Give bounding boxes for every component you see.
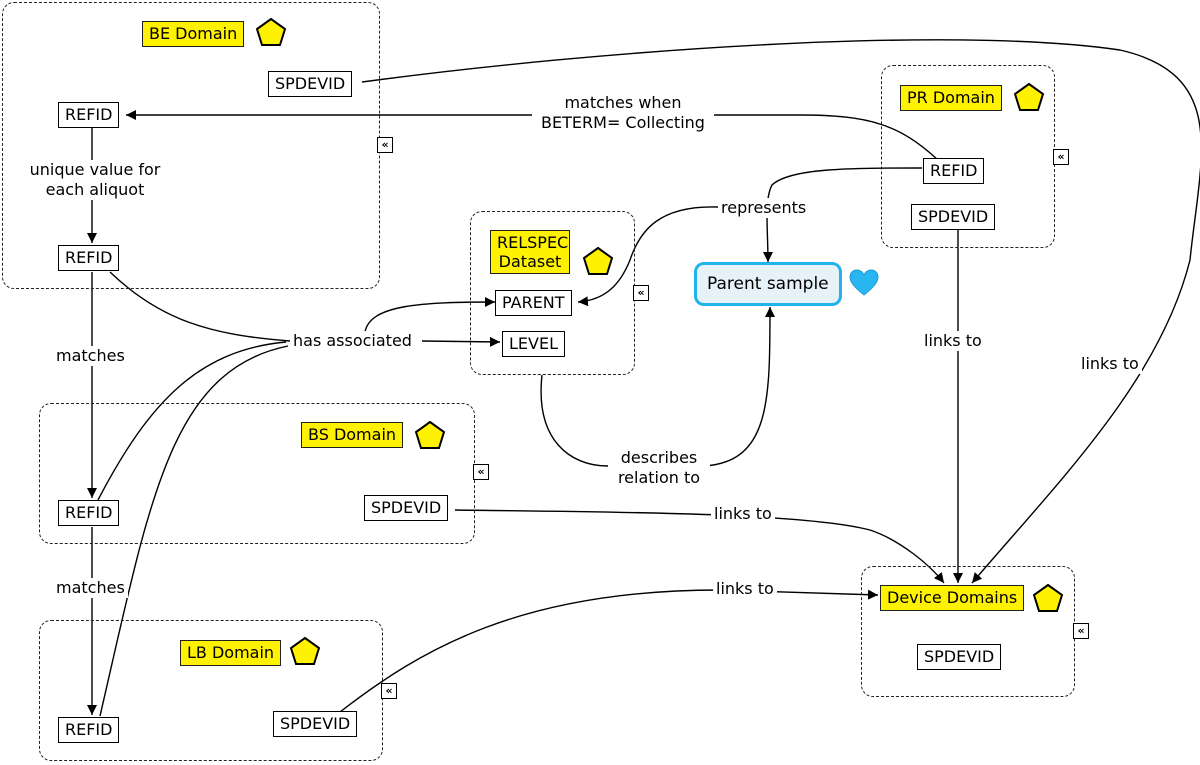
pr-spdevid-field[interactable]: SPDEVID (911, 204, 996, 230)
pentagon-icon (255, 17, 287, 46)
link-lb-refid-has-associated (99, 345, 289, 717)
relspec-parent-field[interactable]: PARENT (495, 290, 572, 316)
collapse-icon[interactable]: « (1053, 149, 1069, 165)
link-has-associated-level (421, 336, 501, 347)
link-pr-refid-be-refid (126, 110, 939, 161)
device-domain-label[interactable]: Device Domains (880, 585, 1025, 611)
link-pr-refid-parent-sample (762, 167, 923, 263)
relspec-domain-label[interactable]: RELSPEC Dataset (490, 230, 570, 274)
pentagon-icon (582, 246, 614, 275)
link-label-links-to-pr: links to (921, 331, 985, 351)
link-represents-parent (577, 206, 719, 307)
parent-sample-node[interactable]: Parent sample (694, 262, 842, 306)
link-bs-refid-has-associated (97, 341, 287, 501)
link-be-spdevid-device (361, 39, 1200, 584)
link-relspec-parent-sample (540, 307, 770, 467)
relspec-level-field[interactable]: LEVEL (502, 331, 565, 357)
link-label-matches-1: matches (53, 346, 128, 366)
be-refid-bottom-field[interactable]: REFID (58, 245, 120, 271)
pr-domain-label[interactable]: PR Domain (900, 85, 1002, 111)
collapse-icon[interactable]: « (633, 285, 649, 301)
link-lb-spdevid-device (339, 589, 879, 713)
be-domain-label[interactable]: BE Domain (142, 21, 245, 47)
link-label-describes-relation: describes relation to (608, 448, 710, 488)
pr-refid-field[interactable]: REFID (923, 158, 985, 184)
pentagon-icon (1013, 82, 1045, 111)
collapse-icon[interactable]: « (1073, 623, 1089, 639)
pentagon-icon (1032, 583, 1064, 612)
collapse-icon[interactable]: « (473, 464, 489, 480)
link-label-links-to-bs: links to (711, 504, 775, 524)
be-refid-field[interactable]: REFID (58, 102, 120, 128)
link-bs-spdevid-device (454, 509, 945, 584)
heart-icon (849, 269, 879, 296)
lb-spdevid-field[interactable]: SPDEVID (273, 711, 358, 737)
link-label-matches-2: matches (53, 578, 128, 598)
device-spdevid-field[interactable]: SPDEVID (917, 644, 1002, 670)
be-spdevid-field[interactable]: SPDEVID (268, 71, 353, 97)
link-label-represents: represents (718, 198, 810, 218)
lb-refid-field[interactable]: REFID (58, 717, 120, 743)
link-label-unique-value: unique value for each aliquot (22, 160, 168, 200)
pentagon-icon (289, 636, 321, 665)
bs-spdevid-field[interactable]: SPDEVID (364, 495, 449, 521)
collapse-icon[interactable]: « (381, 683, 397, 699)
link-label-links-to-be: links to (1078, 354, 1142, 374)
link-label-matches-when: matches when BETERM= Collecting (532, 93, 714, 133)
bs-refid-field[interactable]: REFID (58, 500, 120, 526)
link-label-links-to-lb: links to (713, 579, 777, 599)
pentagon-icon (414, 420, 446, 449)
lb-domain-label[interactable]: LB Domain (180, 640, 282, 666)
collapse-icon[interactable]: « (377, 137, 393, 153)
link-label-has-associated: has associated (290, 331, 415, 351)
bs-domain-label[interactable]: BS Domain (301, 422, 404, 448)
